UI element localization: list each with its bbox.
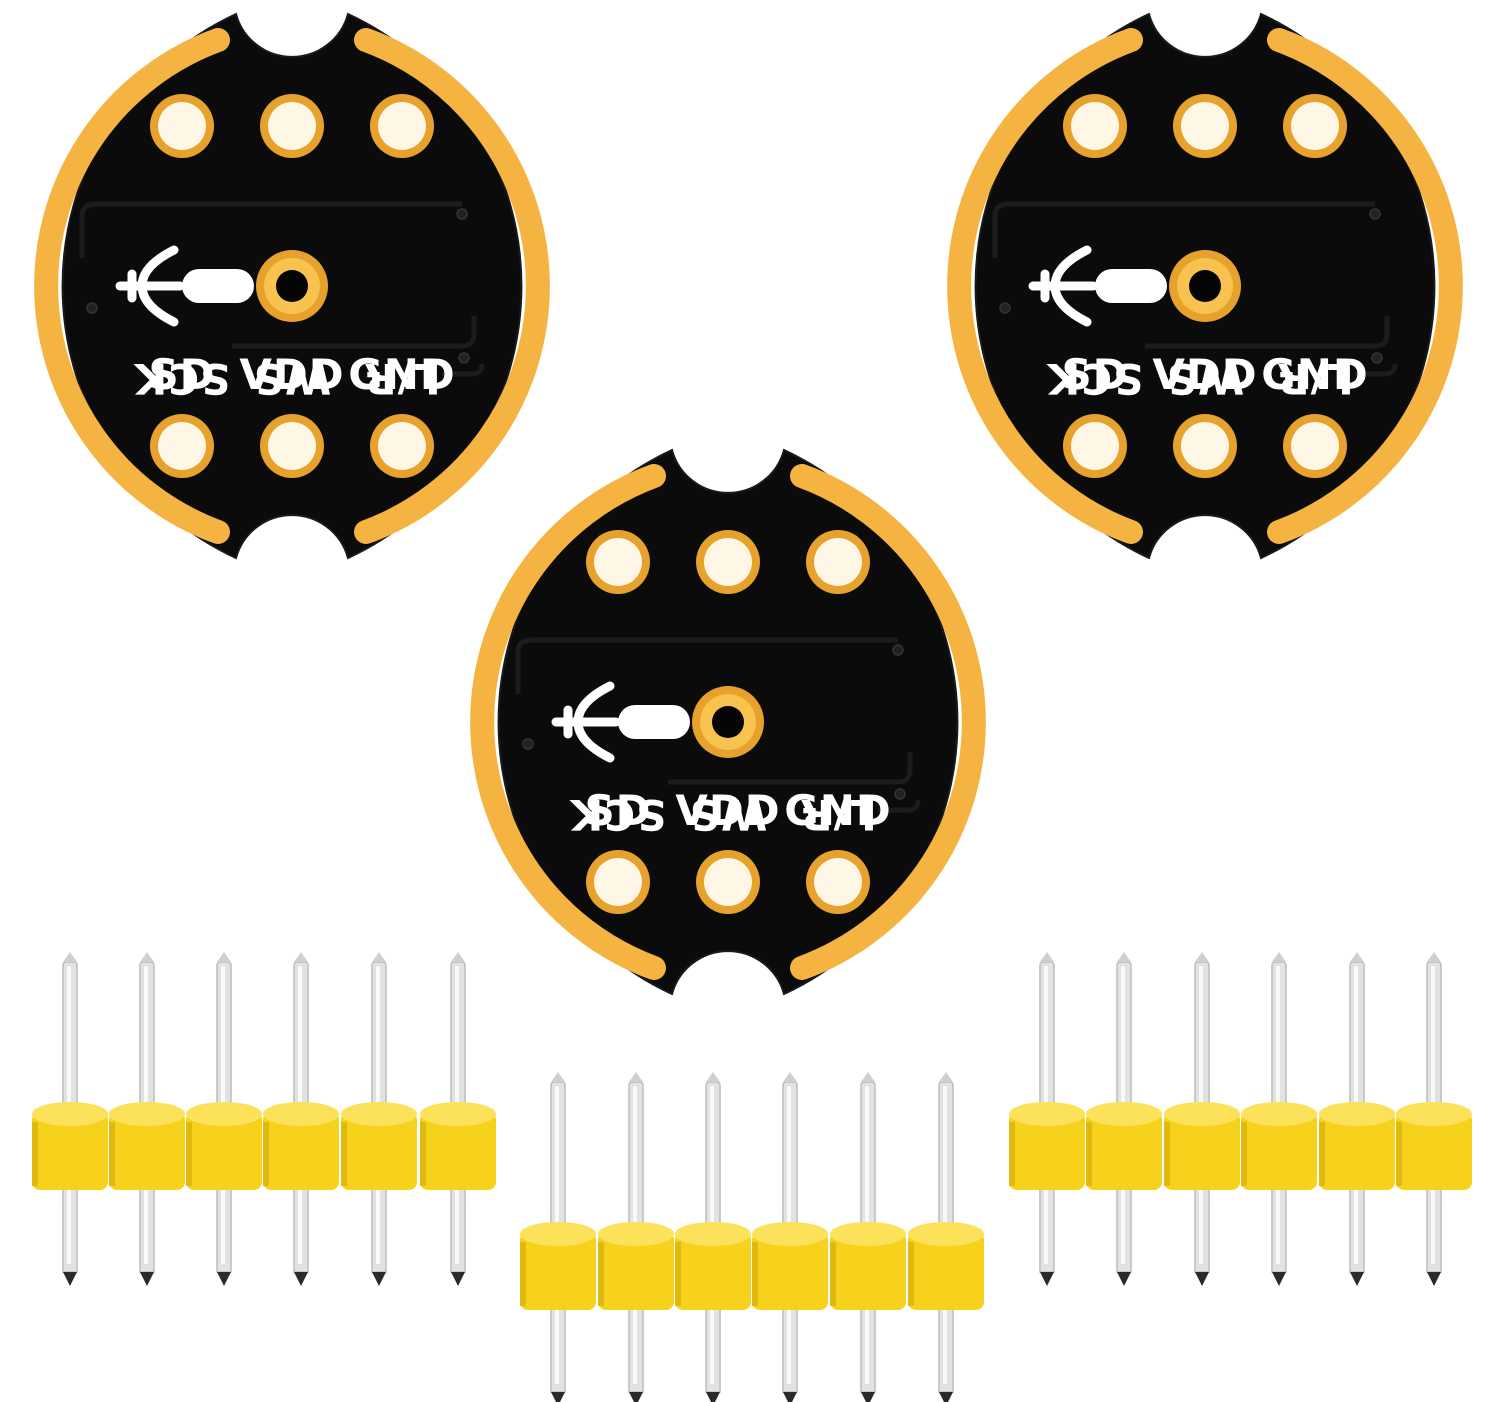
header-pin bbox=[185, 951, 263, 1287]
header-pin bbox=[751, 1071, 829, 1402]
label-vdd: VDD bbox=[239, 350, 344, 399]
pin-header-3 bbox=[1008, 951, 1473, 1287]
label-sd: SD bbox=[584, 786, 651, 835]
header-pin bbox=[1395, 951, 1473, 1287]
header-pin bbox=[829, 1071, 907, 1402]
pin-header-1 bbox=[31, 951, 497, 1287]
header-pin bbox=[1240, 951, 1318, 1287]
mic-board-3: SCK WS L/R SD VDD GND bbox=[482, 450, 974, 994]
label-sck: SCK bbox=[1046, 354, 1143, 403]
label-sck: SCK bbox=[133, 354, 230, 403]
label-lr: L/R bbox=[799, 790, 876, 839]
header-pin bbox=[907, 1071, 985, 1402]
header-pin bbox=[597, 1071, 675, 1402]
label-lr: L/R bbox=[1276, 354, 1353, 403]
label-ws: WS bbox=[253, 354, 332, 403]
header-pin bbox=[31, 951, 109, 1287]
header-pin bbox=[108, 951, 186, 1287]
label-sd: SD bbox=[1061, 350, 1128, 399]
label-gnd: GND bbox=[1261, 350, 1369, 399]
header-pin bbox=[340, 951, 418, 1287]
mic-board-1: SCK WS L/R SD VDD GND bbox=[46, 14, 538, 558]
header-pin bbox=[674, 1071, 752, 1402]
header-pin bbox=[1008, 951, 1086, 1287]
label-sd: SD bbox=[148, 350, 215, 399]
label-sck: SCK bbox=[569, 790, 666, 839]
pin-header-2 bbox=[519, 1071, 985, 1402]
label-gnd: GND bbox=[348, 350, 456, 399]
label-ws: WS bbox=[689, 790, 768, 839]
label-vdd: VDD bbox=[1152, 350, 1257, 399]
header-pin bbox=[419, 951, 497, 1287]
header-pin bbox=[1318, 951, 1396, 1287]
header-pin bbox=[262, 951, 340, 1287]
header-pin bbox=[1085, 951, 1163, 1287]
label-lr: L/R bbox=[363, 354, 440, 403]
mic-board-2: SCK WS L/R SD VDD GND bbox=[959, 14, 1451, 558]
header-pin bbox=[1163, 951, 1241, 1287]
label-ws: WS bbox=[1166, 354, 1245, 403]
label-gnd: GND bbox=[784, 786, 892, 835]
header-pin bbox=[519, 1071, 597, 1402]
label-vdd: VDD bbox=[675, 786, 780, 835]
